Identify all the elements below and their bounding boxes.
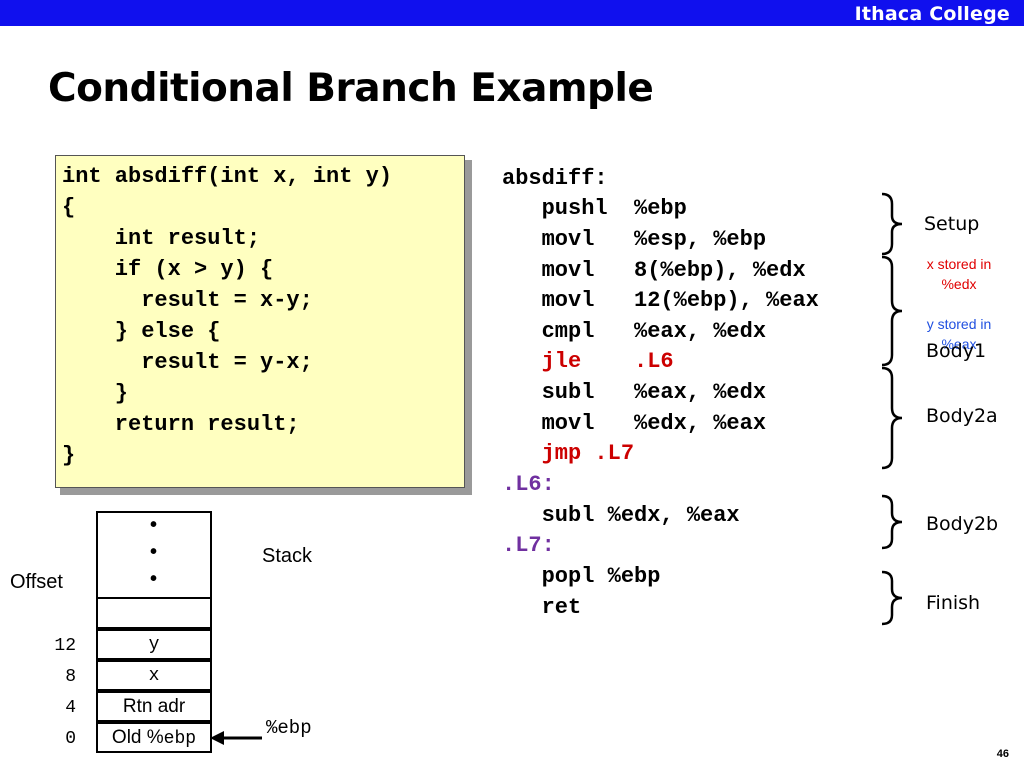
section-label-body2b: Body2b [926, 513, 999, 535]
asm-line: ret [502, 595, 582, 620]
c-code-line: } [62, 443, 76, 468]
slide-title: Conditional Branch Example [48, 66, 654, 111]
brace-setup-icon [881, 192, 903, 256]
offset-label: Offset [10, 571, 63, 593]
asm-line: movl %edx, %eax [502, 411, 767, 436]
asm-label: .L6: [502, 472, 555, 497]
asm-line: absdiff: [502, 166, 608, 191]
ellipsis-dot-icon: • [150, 568, 158, 590]
c-code-line: result = y-x; [62, 350, 313, 375]
stack-frame-top [96, 511, 212, 599]
stack-label: Stack [262, 545, 313, 567]
asm-line: subl %eax, %edx [502, 380, 767, 405]
ellipsis-dot-icon: • [150, 541, 158, 563]
brace-body1-icon [881, 255, 903, 367]
c-code-line: int absdiff(int x, int y) [62, 164, 393, 189]
offset-value: 8 [65, 667, 76, 687]
old-ebp-prefix: Old % [111, 727, 164, 748]
section-label-finish: Finish [926, 592, 981, 614]
college-logo: Ithaca College [854, 3, 1010, 25]
asm-line-jump: jle .L6 [502, 349, 674, 374]
c-code-line: if (x > y) { [62, 257, 274, 282]
brace-body2b-icon [881, 494, 903, 550]
c-code-line: result = x-y; [62, 288, 313, 313]
asm-line: pushl %ebp [502, 196, 687, 221]
c-code-line: } else { [62, 319, 221, 344]
old-ebp-register: ebp [163, 729, 197, 749]
c-code-line: { [62, 195, 76, 220]
section-label-body1: Body1 [926, 340, 987, 362]
ebp-pointer-arrow-icon [210, 731, 262, 745]
asm-label: .L7: [502, 533, 555, 558]
asm-line: movl %esp, %ebp [502, 227, 767, 252]
section-label-setup: Setup [924, 213, 980, 235]
header-bar: Ithaca College [0, 0, 1024, 26]
offset-value: 0 [65, 729, 76, 749]
annotation-x-stored: x stored in %edx [926, 256, 992, 292]
brace-body2a-icon [881, 366, 903, 470]
annotation-y-stored: y stored in %eax [926, 316, 992, 352]
offset-value: 12 [54, 636, 76, 656]
asm-line: subl %edx, %eax [502, 503, 740, 528]
stack-cell-empty [96, 597, 212, 629]
stack-cell-x: x [96, 660, 212, 691]
asm-line: popl %ebp [502, 564, 661, 589]
stack-cell-old-ebp: Old %ebp [96, 722, 212, 753]
page-number: 46 [996, 748, 1009, 760]
c-code-line: int result; [62, 226, 261, 251]
asm-line: movl 8(%ebp), %edx [502, 258, 806, 283]
ebp-pointer-label: %ebp [266, 717, 312, 739]
ellipsis-dot-icon: • [150, 514, 158, 536]
stack-cell-return-address: Rtn adr [96, 691, 212, 722]
asm-line: movl 12(%ebp), %eax [502, 288, 819, 313]
c-code-line: } [62, 381, 129, 406]
c-code-box [55, 155, 465, 488]
brace-finish-icon [881, 570, 903, 626]
asm-line-jump: jmp .L7 [502, 441, 635, 466]
section-label-body2a: Body2a [926, 405, 998, 427]
offset-value: 4 [65, 698, 76, 718]
asm-line: cmpl %eax, %edx [502, 319, 767, 344]
stack-cell-y: y [96, 629, 212, 660]
c-code-line: return result; [62, 412, 300, 437]
